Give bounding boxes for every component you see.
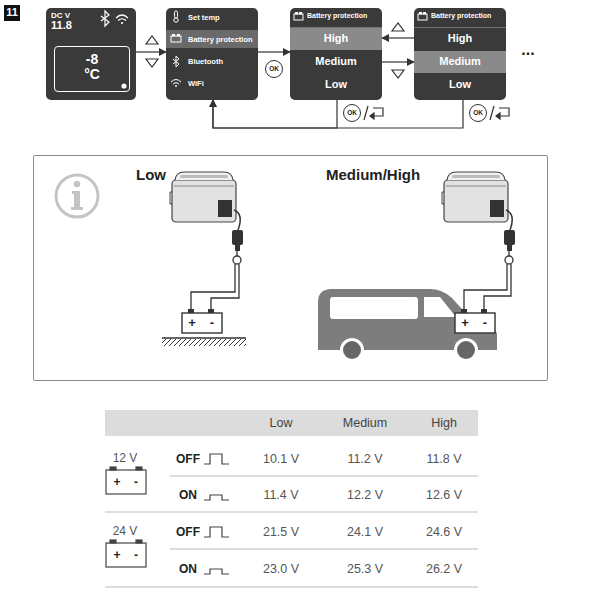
continuation-mark: ... [521,40,534,59]
return-symbol [364,106,509,120]
ok-button: OK [343,104,361,122]
flow-arrow [213,100,463,128]
state-label: ON [179,562,197,576]
table-cell: 10.1 V [263,452,299,467]
voltage-label: 24 V [113,524,138,538]
column-header: High [431,416,457,431]
table-cell: 11.2 V [347,452,382,467]
table-cell: 11.8 V [426,452,461,467]
flow-arrow [382,37,414,38]
table-cell: 24.6 V [426,525,462,540]
callout-number: 11 [4,5,20,21]
table-cell: 26.2 V [426,562,462,577]
menu-screen: Set tempBattery protectionBluetoothWiFi [166,8,258,100]
ok-button: OK [265,60,283,78]
screen-text: -8 °C [79,52,105,81]
battery-pole: - [134,548,138,562]
screen-text: Low [290,78,382,91]
fridge-low [162,172,246,346]
flow-arrow [382,61,414,62]
info-icon [56,175,98,217]
screen-text: 11.8 [51,19,91,32]
screen-text: High [290,32,382,45]
table-cell: 24.1 V [347,525,383,540]
screen-text: 11 [4,6,20,19]
table-cell: 25.3 V [347,562,383,577]
flow-arrow [258,51,290,52]
screen-text: High [414,32,506,45]
battery-protection-screen: Battery protectionHighMediumLow [290,8,382,100]
screen-text: OK [470,109,486,117]
screen-text: Medium [290,55,382,68]
screen-icons [166,8,258,100]
display-screen: DC V11.8-8 °C [46,8,136,100]
battery-pole: - [483,315,487,331]
state-label: OFF [176,525,200,539]
screen-text: Low [414,78,506,91]
battery-pole: - [134,475,138,489]
panel-heading: Low [136,166,180,184]
table-cell: 12.2 V [347,488,383,503]
screen-text: Battery protection [431,12,505,20]
flow-arrow [213,100,337,128]
battery-protection-screen: Battery protectionHighMediumLow [414,8,506,100]
battery-pole: + [461,315,469,331]
panel-heading: Medium/High [326,166,446,184]
state-label: ON [179,488,197,502]
table-cell: 12.6 V [426,488,462,503]
table-cell: 23.0 V [263,562,299,577]
temperature-box: -8 °C [54,46,130,92]
state-label: OFF [176,452,200,466]
table-cell: 11.4 V [263,488,298,503]
ok-button: OK [469,104,487,122]
screen-text: Battery protection [307,12,381,20]
table-grid [105,410,478,587]
battery-pole: + [113,475,120,489]
screen-text: WiFi [188,79,256,88]
screen-text: OK [344,109,360,117]
screen-text: OK [266,65,282,73]
van [318,172,515,362]
screen-text: Medium [414,55,506,68]
screen-text: Set temp [188,13,256,22]
battery-pole: - [210,315,214,331]
column-header: Medium [343,416,387,431]
info-panel: Low Medium/High [33,155,548,381]
flow-arrow [136,51,166,52]
screen-text: Bluetooth [188,57,256,66]
voltage-label: 12 V [113,451,138,465]
battery-pole: + [113,548,120,562]
table-cell: 21.5 V [263,525,299,540]
battery-pole: + [188,315,196,331]
screen-text: Battery protection [188,35,256,44]
column-header: Low [270,416,293,431]
